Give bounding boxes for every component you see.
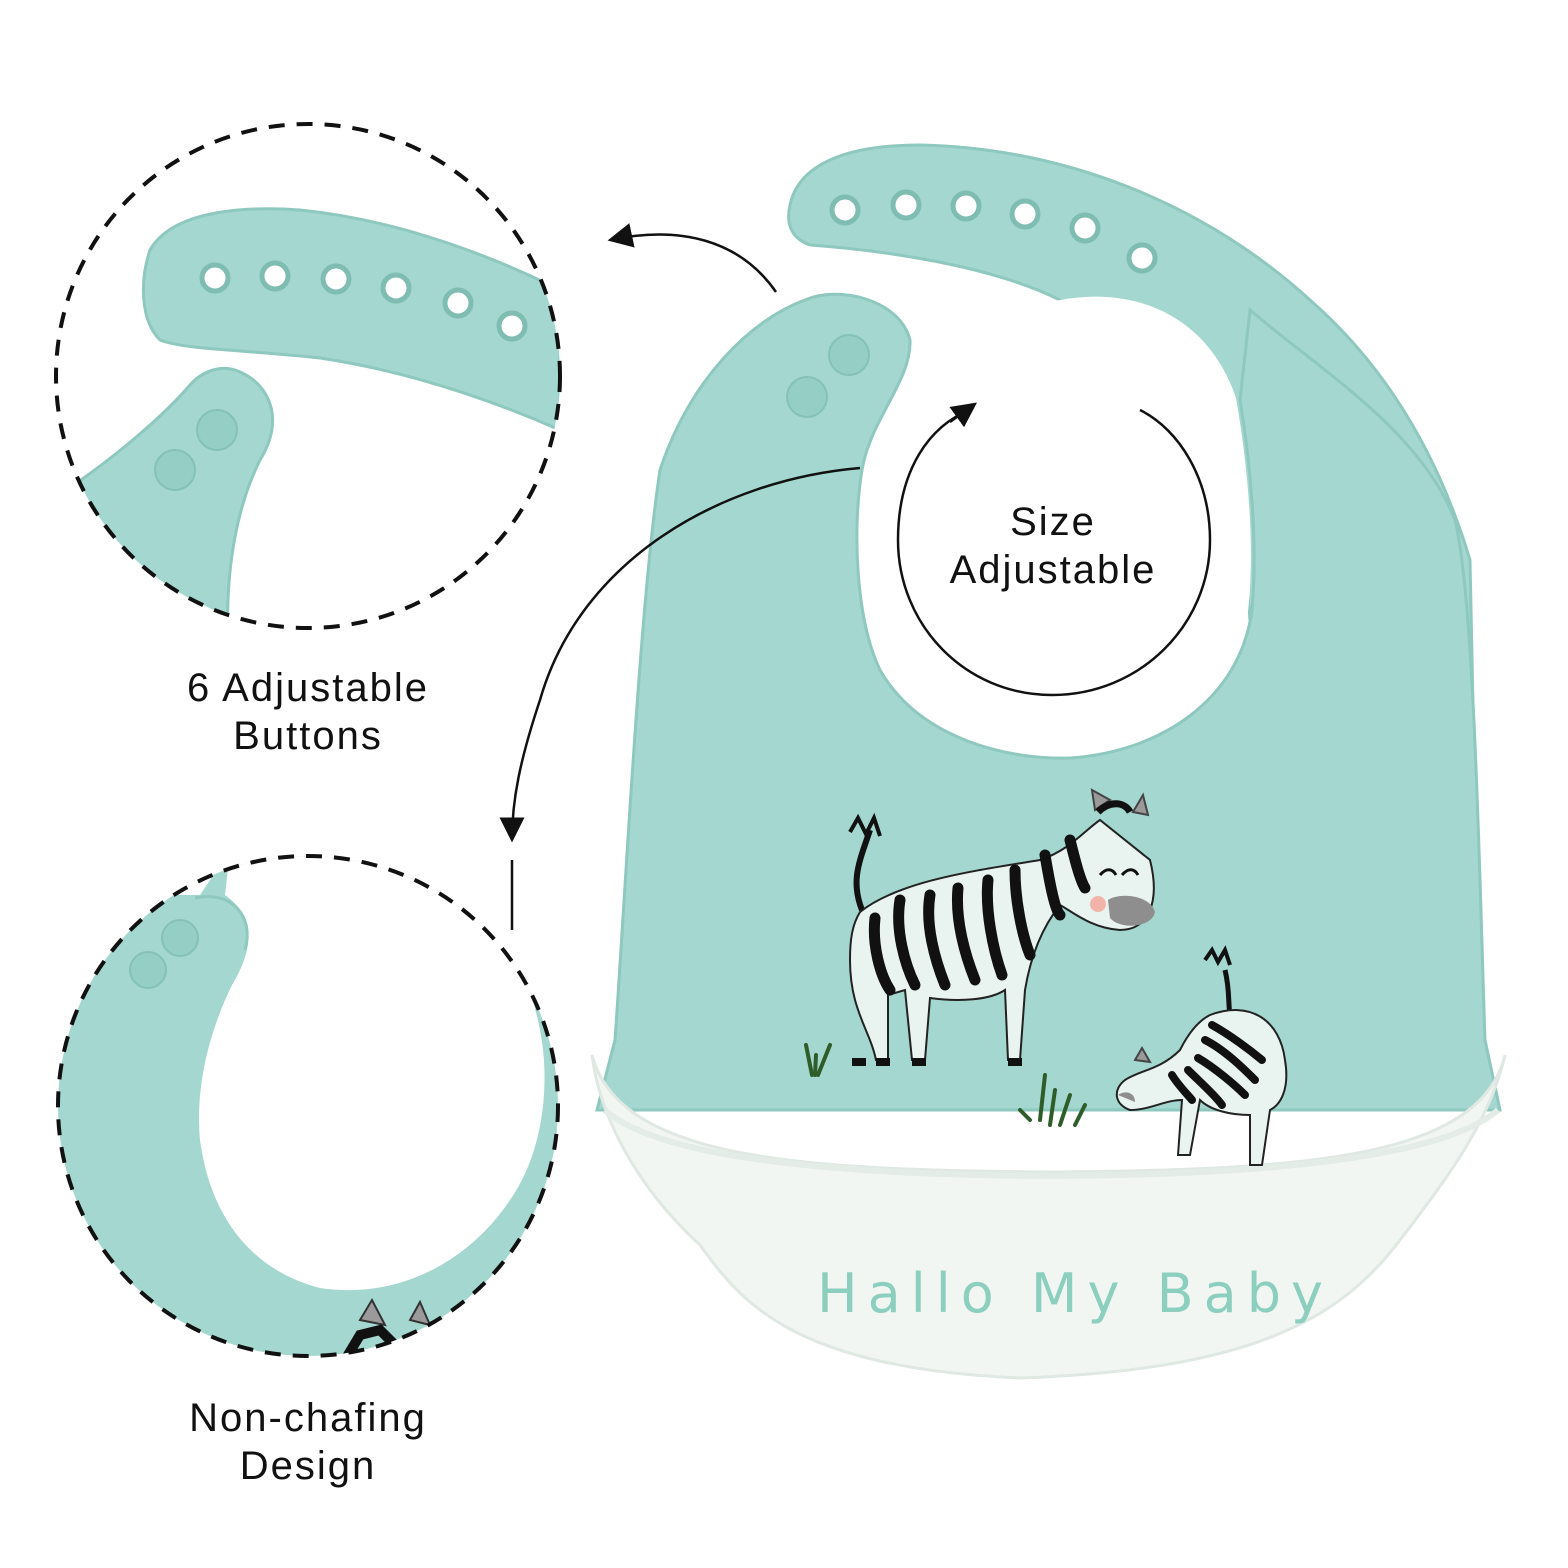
zebra-foal-illustration [1115,945,1288,1166]
zebra-illustration [848,788,1155,1066]
catch-pocket [590,1054,1507,1380]
grass-tuft [804,1043,1087,1127]
strap-detail-crop [56,207,560,628]
curved-arrow-to-buttons [607,223,778,293]
size-adjust-circle-arrow [896,408,1212,697]
dashed-circle-bottom [56,854,560,1358]
feature-caption-chafing: Non-chafing Design [108,1394,508,1490]
feature-chafing-line2: Design [239,1444,377,1488]
zebra-peek [186,1297,432,1356]
strap-holes [829,189,1158,274]
bib-body [595,292,1502,1112]
feature-buttons-line2: Buttons [233,714,383,758]
curved-arrow-to-neckline [499,466,861,843]
feature-chafing-line1: Non-chafing [189,1396,427,1440]
feature-caption-buttons: 6 Adjustable Buttons [108,664,508,760]
neckline-detail-crop [58,856,558,1356]
brand-text: Hallo My Baby [817,1262,1333,1325]
feature-buttons-line1: 6 Adjustable [187,666,429,710]
feature-size-line2: Adjustable [949,548,1157,592]
dashed-circle [54,122,562,630]
snap-buttons [786,334,870,418]
feature-size-line1: Size [1010,500,1096,544]
main-bib: Hallo My Baby [590,143,1507,1380]
feature-caption-size: Size Adjustable [900,498,1206,594]
